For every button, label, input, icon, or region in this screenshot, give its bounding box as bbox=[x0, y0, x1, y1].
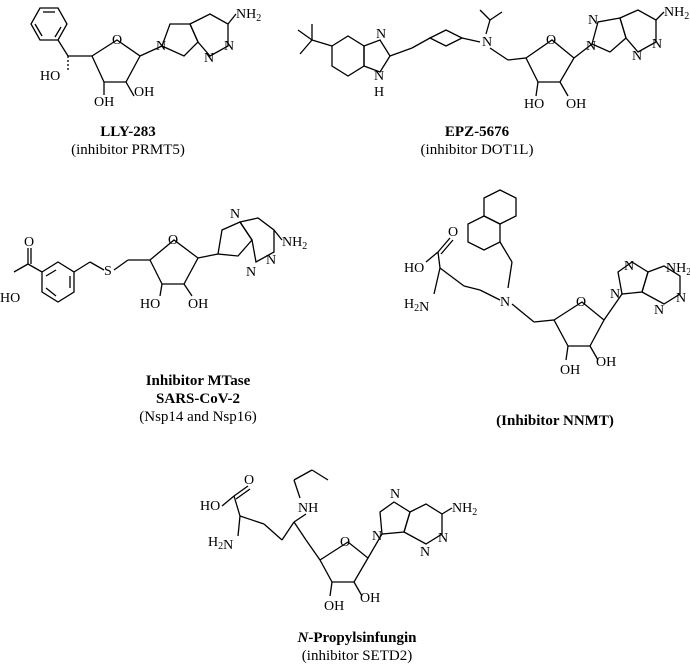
benzene-ring bbox=[331, 35, 365, 77]
cyclobutane-ring bbox=[428, 29, 464, 47]
imidazole-ring bbox=[363, 39, 391, 73]
compound-name: LLY-283 bbox=[100, 124, 156, 140]
hydroxyl-label: OH bbox=[560, 363, 580, 378]
structure-n-propylsinfungin: NH2 N N N N NH HO O H2N O OH OH bbox=[200, 469, 477, 614]
n-label: N bbox=[500, 295, 510, 310]
n-label: N bbox=[482, 35, 492, 50]
imidazole-ring bbox=[379, 501, 411, 535]
ring-oxygen-label: O bbox=[168, 233, 178, 248]
hydroxyl-label: OH bbox=[360, 591, 380, 606]
compound-name: (Inhibitor NNMT) bbox=[496, 413, 614, 429]
n-label: N bbox=[676, 291, 686, 306]
n-label: N bbox=[652, 37, 662, 52]
hydroxyl-label: OH bbox=[596, 355, 616, 370]
n-label: N bbox=[224, 39, 234, 54]
ring-oxygen-label: O bbox=[546, 33, 556, 48]
ring-oxygen-label: O bbox=[576, 295, 586, 310]
amine-label: H2N bbox=[404, 297, 429, 315]
structure-nnmt-inhibitor: NH2 N N N N N HO O H2N O OH OH bbox=[404, 189, 690, 378]
caption-mtase-inhibitor: Inhibitor MTase SARS-CoV-2 (Nsp14 and Ns… bbox=[68, 372, 328, 426]
pyrrole-ring bbox=[217, 221, 253, 257]
n-label: N bbox=[374, 69, 384, 84]
compound-target: (inhibitor DOT1L) bbox=[420, 142, 534, 158]
amine-label: NH2 bbox=[666, 261, 690, 278]
n-label: N bbox=[610, 287, 620, 302]
structure-lly-283: NH2 N N N O HO OH OH bbox=[30, 7, 261, 110]
carbonyl-oxygen-label: O bbox=[24, 235, 34, 250]
h-label: H bbox=[374, 85, 384, 100]
n-label: N bbox=[390, 487, 400, 502]
amine-label: H2N bbox=[208, 535, 233, 553]
structure-mtase-inhibitor: NH2 N N N S O O HO HO OH bbox=[0, 207, 307, 312]
acid-hydroxyl-label: HO bbox=[0, 291, 20, 306]
n-label: N bbox=[588, 13, 598, 28]
n-label: N bbox=[204, 51, 214, 66]
acid-hydroxyl-label: HO bbox=[200, 499, 220, 514]
amine-label: NH2 bbox=[452, 501, 477, 518]
caption-n-propylsinfungin: N-Propylsinfungin (inhibitor SETD2) bbox=[227, 629, 487, 665]
ring-oxygen-label: O bbox=[112, 33, 122, 48]
n-label: N bbox=[586, 39, 596, 54]
sulfur-label: S bbox=[104, 264, 112, 279]
hydroxyl-label: OH bbox=[324, 599, 344, 614]
caption-nnmt-inhibitor: (Inhibitor NNMT) bbox=[425, 412, 685, 430]
caption-epz-5676: EPZ-5676 (inhibitor DOT1L) bbox=[347, 123, 607, 159]
name-rest: -Propylsinfungin bbox=[308, 630, 417, 646]
acid-hydroxyl-label: HO bbox=[404, 261, 424, 276]
compound-name-line1: Inhibitor MTase bbox=[145, 373, 251, 389]
pyrimidine-ring bbox=[641, 265, 681, 305]
hydroxyl-label: HO bbox=[40, 69, 60, 84]
n-label: N bbox=[654, 303, 664, 318]
nh-label: NH bbox=[298, 501, 318, 516]
n-label: N bbox=[156, 39, 166, 54]
n-label: N bbox=[372, 529, 382, 544]
structure-epz-5676: NH2 N N N N N N N H O HO OH bbox=[297, 5, 689, 112]
amine-label: NH2 bbox=[236, 7, 261, 24]
n-label: N bbox=[420, 545, 430, 560]
n-label: N bbox=[632, 49, 642, 64]
pyrimidine-ring bbox=[238, 217, 275, 264]
hydroxyl-label: OH bbox=[94, 95, 114, 110]
n-label: N bbox=[230, 207, 240, 222]
hydroxyl-label: OH bbox=[566, 97, 586, 112]
n-label: N bbox=[376, 27, 386, 42]
phenyl-ring bbox=[30, 7, 68, 41]
compound-target: (inhibitor PRMT5) bbox=[71, 142, 185, 158]
hydroxyl-label: HO bbox=[140, 297, 160, 312]
imidazole-ring bbox=[617, 261, 649, 295]
pyrimidine-ring bbox=[619, 9, 657, 53]
benzene-ring bbox=[41, 261, 75, 303]
hydroxyl-label: OH bbox=[188, 297, 208, 312]
carbonyl-oxygen-label: O bbox=[244, 473, 254, 488]
n-label: N bbox=[624, 259, 634, 274]
caption-lly-283: LLY-283 (inhibitor PRMT5) bbox=[0, 123, 258, 159]
compound-target: (inhibitor SETD2) bbox=[301, 648, 413, 664]
n-prefix: N bbox=[297, 630, 309, 646]
n-label: N bbox=[438, 531, 448, 546]
amine-label: NH2 bbox=[664, 5, 689, 22]
compound-name: N-Propylsinfungin bbox=[227, 629, 487, 647]
amine-label: NH2 bbox=[282, 235, 307, 252]
n-label: N bbox=[266, 253, 276, 268]
compound-name-line2: SARS-CoV-2 bbox=[156, 391, 240, 407]
carbonyl-oxygen-label: O bbox=[448, 225, 458, 240]
ring-oxygen-label: O bbox=[340, 535, 350, 550]
compound-name: EPZ-5676 bbox=[444, 124, 510, 140]
pyrimidine-ring bbox=[189, 13, 229, 57]
hydroxyl-label: OH bbox=[134, 85, 154, 100]
pyrimidine-ring bbox=[403, 503, 443, 545]
n-label: N bbox=[246, 265, 256, 280]
hydroxyl-label: HO bbox=[524, 97, 544, 112]
compound-target: (Nsp14 and Nsp16) bbox=[139, 409, 257, 425]
naphthalene-ring-b bbox=[467, 215, 501, 251]
